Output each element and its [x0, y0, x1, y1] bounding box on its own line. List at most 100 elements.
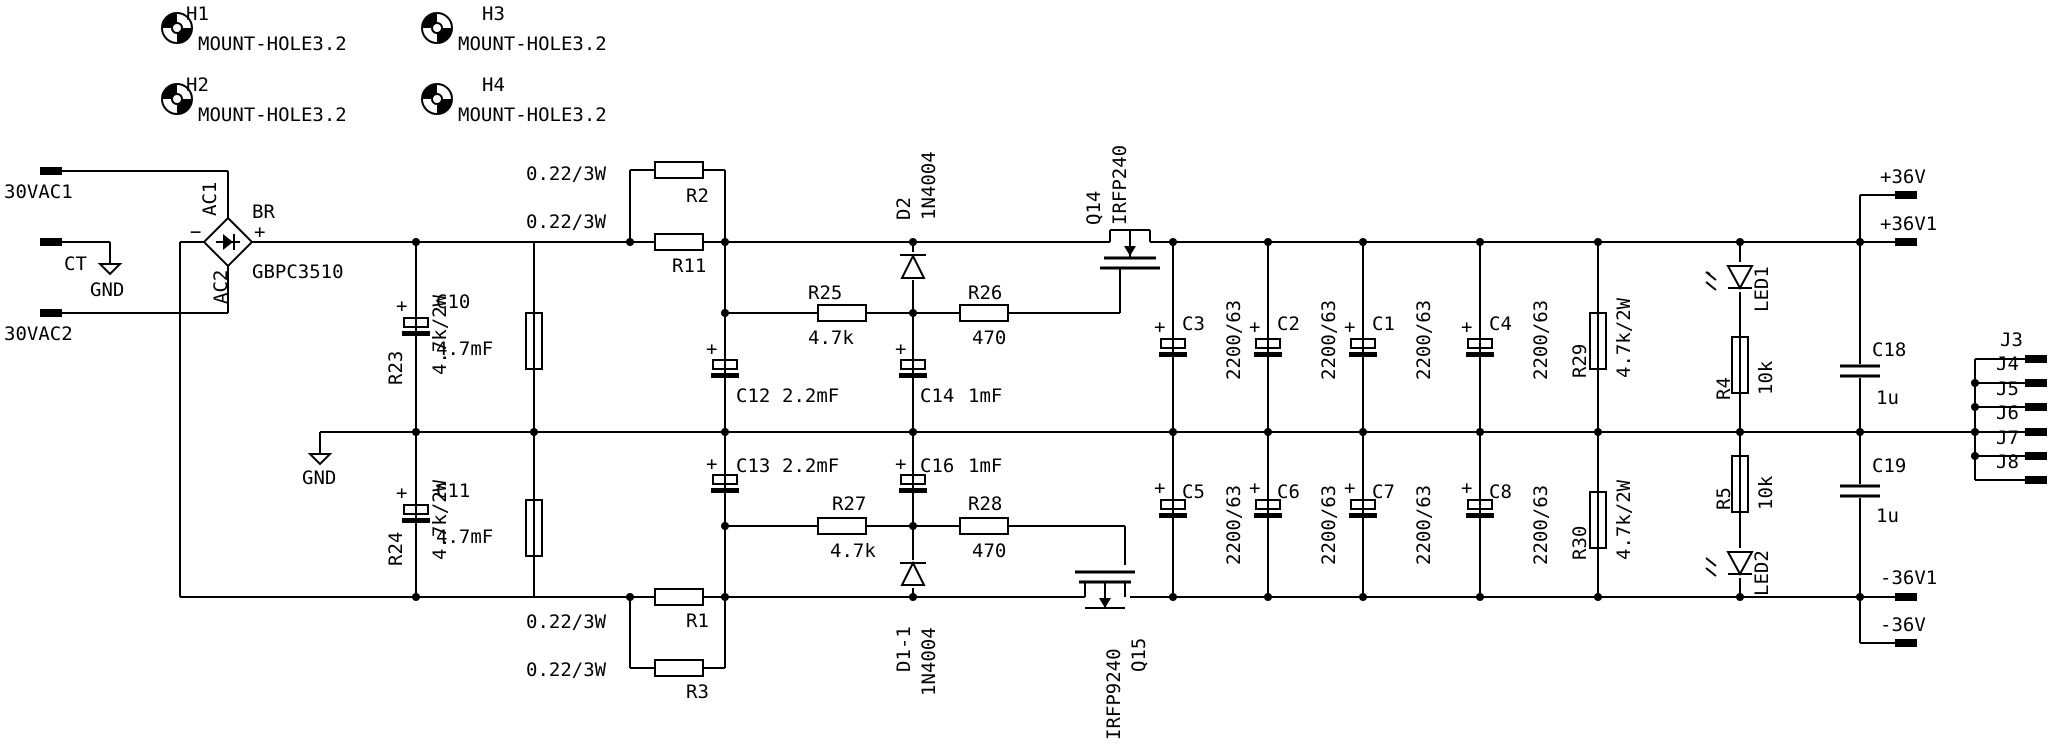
value-label: 470 — [972, 540, 1006, 562]
capacitor-c8: + C8 2200/63 — [1461, 477, 1552, 565]
value-label: 1u — [1876, 505, 1899, 527]
ground-gnd: GND — [302, 453, 336, 489]
input-30vac1: 30VAC1 — [4, 167, 229, 218]
input-ct: CT GND — [40, 238, 124, 301]
ref-label: H2 — [186, 74, 209, 96]
value-label: 2200/63 — [1223, 485, 1245, 565]
value-label: 0.22/3W — [526, 659, 607, 681]
ref-label: C8 — [1489, 481, 1512, 503]
pin-label: − — [190, 221, 201, 243]
resistor-r5: R5 10k — [1713, 455, 1777, 513]
value-label: 2200/63 — [1530, 300, 1552, 380]
connector-label: J6 — [1996, 402, 2019, 424]
ref-label: C16 — [920, 455, 954, 477]
output-plus36v: +36V — [1880, 166, 1926, 199]
polarity-label: + — [1344, 477, 1355, 499]
net-label: 30VAC2 — [4, 323, 73, 345]
capacitor-c18: C18 1u — [1840, 339, 1906, 409]
resistor-r25: R25 4.7k — [808, 282, 867, 349]
ref-label: C1 — [1372, 313, 1395, 335]
value-label: 2200/63 — [1530, 485, 1552, 565]
ref-label: H1 — [186, 3, 209, 25]
ground-icon — [309, 453, 331, 465]
mosfet-q15: IRFP9240 Q15 — [1060, 570, 1150, 740]
value-label: 2200/63 — [1318, 300, 1340, 380]
value-label: 4.7k/2W — [429, 479, 451, 560]
ref-label: C19 — [1872, 455, 1906, 477]
ref-label: C7 — [1372, 481, 1395, 503]
value-label: 1N4004 — [918, 627, 940, 696]
resistor-r23: R23 4.7k/2W — [385, 294, 543, 385]
ref-label: H4 — [482, 74, 505, 96]
resistor-r2: R2 0.22/3W — [526, 161, 709, 207]
value-label: 2200/63 — [1413, 300, 1435, 380]
net-label: -36V — [1880, 614, 1926, 636]
ref-label: D1-1 — [893, 626, 915, 672]
mount-hole-h2: H2 MOUNT-HOLE3.2 — [161, 74, 347, 126]
diode-d2: D2 1N4004 — [893, 151, 940, 280]
ref-label: R1 — [686, 610, 709, 632]
connectors: J3 J4 J5 J6 J7 J8 — [1974, 329, 2047, 484]
ref-label: C4 — [1489, 313, 1512, 335]
capacitor-c16: + C16 1mF — [895, 453, 1002, 493]
value-label: 4.7k — [808, 327, 854, 349]
capacitor-c11: + C11 4.7mF — [396, 480, 493, 548]
mosfet-q14: Q14 IRFP240 — [1070, 145, 1160, 313]
pin-icon — [1895, 191, 1917, 199]
bridge-icon — [202, 216, 254, 268]
ref-label: R4 — [1713, 377, 1735, 400]
net-label: +36V — [1880, 166, 1926, 188]
resistor-r11: R11 0.22/3W — [526, 211, 706, 277]
ref-label: C5 — [1182, 481, 1205, 503]
net-label: 30VAC1 — [4, 181, 73, 203]
polarity-label: + — [895, 338, 906, 360]
pin-icon — [40, 167, 62, 175]
value-label: 2200/63 — [1318, 485, 1340, 565]
capacitor-c13: + C13 2.2mF — [706, 453, 839, 493]
ref-label: C6 — [1277, 481, 1300, 503]
led1: LED1 — [1705, 262, 1773, 337]
value-label: 4.7k/2W — [429, 294, 451, 375]
ref-label: R30 — [1569, 526, 1591, 560]
pin-label: AC1 — [199, 182, 221, 216]
polarity-label: + — [1461, 316, 1472, 338]
resistor-r29: R29 4.7k/2W — [1569, 297, 1635, 378]
polarity-label: + — [1154, 316, 1165, 338]
diode-icon — [900, 560, 926, 586]
wiring — [179, 169, 1976, 669]
capacitor-c4: + C4 2200/63 — [1461, 300, 1552, 380]
capacitor-c3: + C3 2200/63 — [1154, 300, 1245, 380]
ref-label: LED1 — [1751, 266, 1773, 312]
value-label: 10k — [1755, 475, 1777, 510]
polarity-label: + — [1249, 477, 1260, 499]
value-label: 1mF — [968, 455, 1002, 477]
value-label: MOUNT-HOLE3.2 — [198, 33, 347, 55]
pin-label: + — [254, 221, 265, 243]
ref-label: C14 — [920, 385, 954, 407]
connector-label: J5 — [1996, 378, 2019, 400]
ref-label: C2 — [1277, 313, 1300, 335]
pin-icon — [40, 238, 62, 246]
capacitor-c10: + C10 4.7mF — [396, 291, 493, 360]
capacitor-c5: + C5 2200/63 — [1154, 477, 1245, 565]
value-label: 4.7k/2W — [1613, 297, 1635, 378]
resistor-r24: R24 4.7k/2W — [385, 479, 543, 566]
value-label: 1mF — [968, 385, 1002, 407]
value-label: 0.22/3W — [526, 211, 607, 233]
value-label: MOUNT-HOLE3.2 — [198, 104, 347, 126]
output-minus36v1: -36V1 — [1880, 567, 1937, 601]
ref-label: R24 — [385, 532, 407, 566]
mount-hole-h1: H1 MOUNT-HOLE3.2 — [161, 3, 347, 55]
connector-label: J7 — [1996, 427, 2019, 449]
ref-label: C13 — [736, 455, 770, 477]
polarity-label: + — [1154, 477, 1165, 499]
ref-label: R29 — [1569, 344, 1591, 378]
ref-label: C12 — [736, 385, 770, 407]
mount-hole-h3: H3 MOUNT-HOLE3.2 — [421, 3, 607, 55]
ref-label: D2 — [893, 197, 915, 220]
polarity-label: + — [706, 453, 717, 475]
polarity-label: + — [1249, 316, 1260, 338]
ref-label: R23 — [385, 351, 407, 385]
value-label: 4.7k — [830, 540, 876, 562]
bridge-rectifier-br: AC1 AC2 − + BR GBPC3510 — [190, 182, 344, 304]
